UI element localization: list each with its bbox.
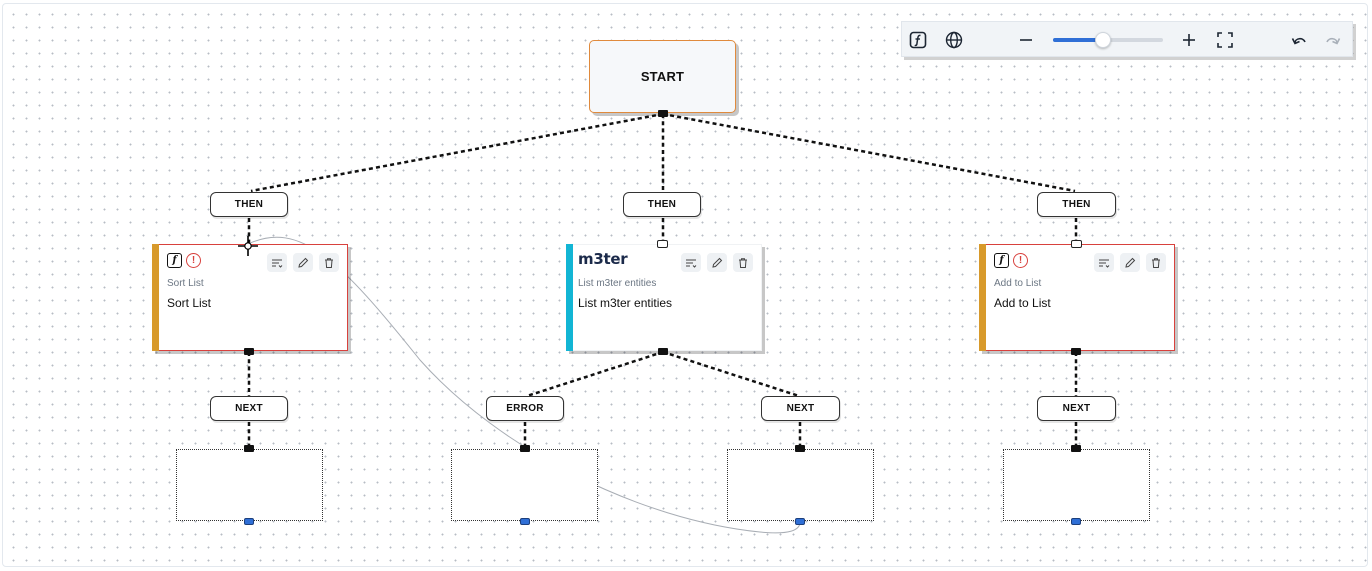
placeholder-input-handle[interactable]: [795, 445, 805, 452]
placeholder-input-handle[interactable]: [1071, 445, 1081, 452]
warning-icon: !: [186, 253, 201, 268]
edit-button[interactable]: [707, 253, 727, 272]
add-to-list-output-handle[interactable]: [1071, 348, 1081, 355]
mapping-button[interactable]: [681, 253, 701, 272]
placeholder-output-handle[interactable]: [244, 518, 254, 525]
m3ter-output-handle[interactable]: [658, 348, 668, 355]
delete-button[interactable]: [733, 253, 753, 272]
card-subtitle: Add to List: [994, 278, 1042, 289]
action-card-add-to-list[interactable]: f ! Add to List Add to List: [979, 244, 1175, 351]
edge-label-then[interactable]: THEN: [623, 192, 701, 217]
edge-label-then[interactable]: THEN: [210, 192, 288, 217]
edge-label-text: THEN: [647, 199, 677, 210]
empty-step-placeholder[interactable]: [176, 449, 323, 521]
edge-label-text: THEN: [1062, 199, 1091, 210]
zoom-slider[interactable]: [1053, 32, 1163, 48]
edit-button[interactable]: [293, 253, 313, 272]
card-title: Sort List: [167, 296, 212, 310]
m3ter-input-handle[interactable]: [657, 240, 668, 248]
empty-step-placeholder[interactable]: [1003, 449, 1150, 521]
action-card-sort-list[interactable]: f ! Sort List Sort List: [152, 244, 348, 351]
function-icon[interactable]: [907, 29, 929, 51]
action-card-list-m3ter-entities[interactable]: m3ter List m3ter entities List m3ter ent…: [566, 244, 762, 351]
zoom-slider-fill: [1053, 38, 1103, 42]
card-subtitle: Sort List: [167, 278, 204, 289]
warning-icon: !: [1013, 253, 1028, 268]
card-accent-bar: [979, 244, 986, 351]
edge-label-text: NEXT: [786, 403, 815, 414]
empty-step-placeholder[interactable]: [727, 449, 874, 521]
edge-label-text: THEN: [234, 199, 264, 210]
delete-button[interactable]: [1146, 253, 1166, 272]
edge-label-next[interactable]: NEXT: [1037, 396, 1116, 421]
zoom-in-icon[interactable]: [1178, 29, 1200, 51]
m3ter-logo-text: m3ter: [578, 250, 628, 268]
canvas-toolbar: [901, 21, 1353, 57]
placeholder-output-handle[interactable]: [520, 518, 530, 525]
edge-label-error[interactable]: ERROR: [486, 396, 564, 421]
start-output-handle[interactable]: [658, 110, 668, 117]
undo-icon[interactable]: [1288, 29, 1310, 51]
function-icon: f: [994, 253, 1009, 268]
placeholder-input-handle[interactable]: [244, 445, 254, 452]
edge-label-next[interactable]: NEXT: [210, 396, 288, 421]
start-node[interactable]: START: [589, 40, 736, 113]
empty-step-placeholder[interactable]: [451, 449, 598, 521]
zoom-out-icon[interactable]: [1015, 29, 1037, 51]
sort-list-output-handle[interactable]: [244, 348, 254, 355]
crosshair-cursor-icon: [238, 236, 258, 256]
edge-label-next[interactable]: NEXT: [761, 396, 840, 421]
edit-button[interactable]: [1120, 253, 1140, 272]
edge-label-text: NEXT: [235, 403, 263, 414]
card-accent-bar: [566, 244, 573, 351]
card-title: Add to List: [994, 296, 1051, 310]
edge-label-text: NEXT: [1062, 403, 1091, 414]
delete-button[interactable]: [319, 253, 339, 272]
function-icon: f: [167, 253, 182, 268]
fit-view-icon[interactable]: [1214, 29, 1236, 51]
card-subtitle: List m3ter entities: [578, 278, 657, 289]
card-title: List m3ter entities: [578, 296, 673, 310]
globe-icon[interactable]: [943, 29, 965, 51]
redo-icon[interactable]: [1322, 29, 1344, 51]
mapping-button[interactable]: [1094, 253, 1114, 272]
m3ter-logo: m3ter: [578, 250, 628, 268]
add-to-list-input-handle[interactable]: [1071, 240, 1082, 248]
edge-label-text: ERROR: [506, 403, 544, 414]
card-accent-bar: [152, 244, 159, 351]
edge-label-then[interactable]: THEN: [1037, 192, 1116, 217]
placeholder-output-handle[interactable]: [795, 518, 805, 525]
placeholder-input-handle[interactable]: [520, 445, 530, 452]
start-node-label: START: [640, 69, 685, 84]
mapping-button[interactable]: [267, 253, 287, 272]
zoom-slider-thumb[interactable]: [1094, 32, 1111, 48]
placeholder-output-handle[interactable]: [1071, 518, 1081, 525]
